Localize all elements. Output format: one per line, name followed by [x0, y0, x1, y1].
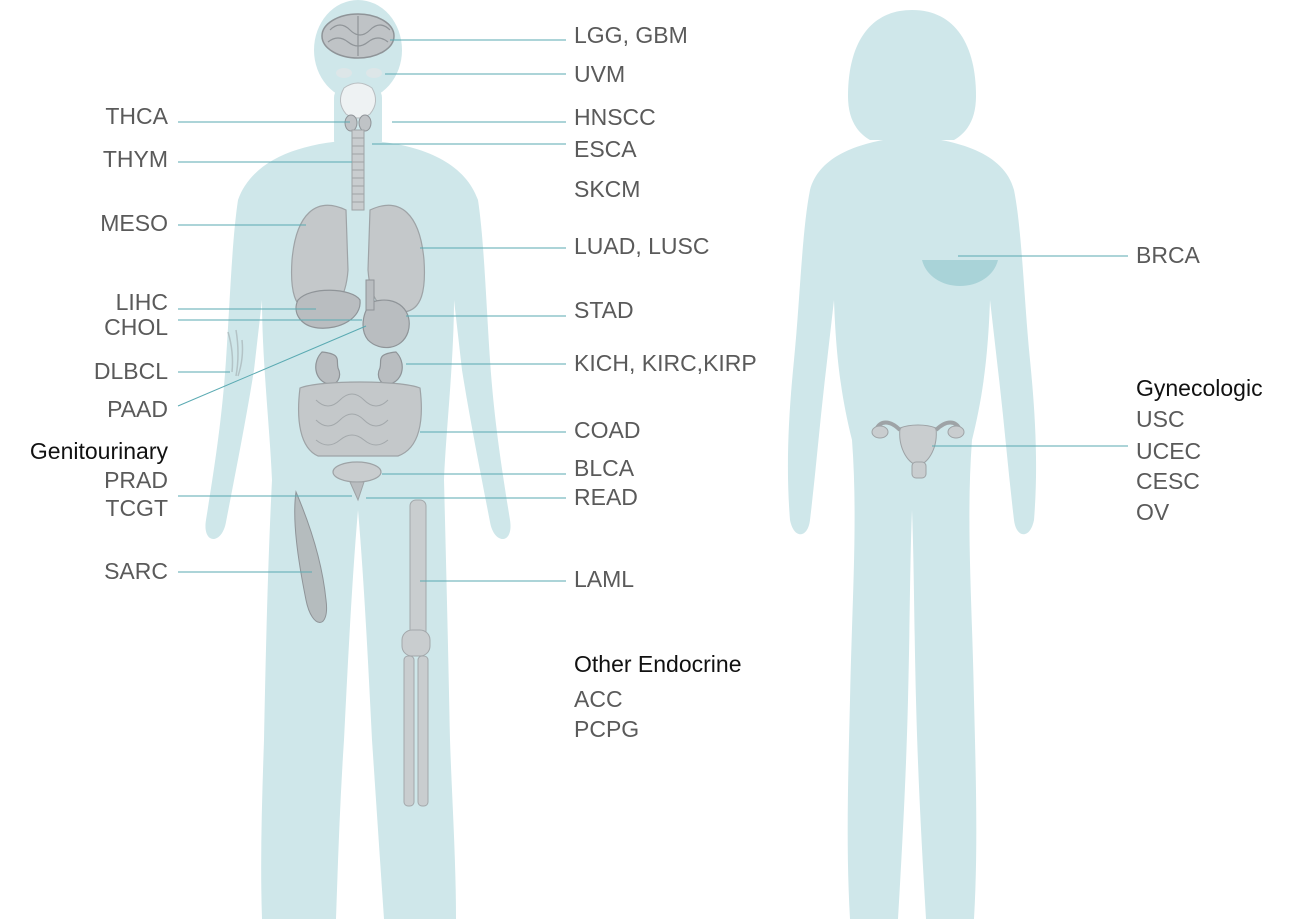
label-lgg-gbm: LGG, GBM [574, 24, 688, 47]
label-blca: BLCA [574, 457, 634, 480]
trachea-illustration [352, 130, 364, 210]
label-paad: PAAD [107, 398, 168, 421]
label-skcm: SKCM [574, 178, 640, 201]
label-lihc: LIHC [116, 291, 168, 314]
label-ucec: UCEC [1136, 440, 1201, 463]
label-luad-lusc: LUAD, LUSC [574, 235, 709, 258]
label-ov: OV [1136, 501, 1169, 524]
label-kich-kirc-kirp: KICH, KIRC,KIRP [574, 352, 757, 375]
label-usc: USC [1136, 408, 1185, 431]
label-read: READ [574, 486, 638, 509]
label-prad: PRAD [104, 469, 168, 492]
label-dlbcl: DLBCL [94, 360, 168, 383]
intestines-illustration [299, 382, 422, 456]
label-thca: THCA [105, 105, 168, 128]
label-chol: CHOL [104, 316, 168, 339]
heading-other-endocrine: Other Endocrine [574, 653, 741, 676]
label-brca: BRCA [1136, 244, 1200, 267]
brain-illustration [322, 14, 394, 58]
label-tcgt: TCGT [105, 497, 168, 520]
label-stad: STAD [574, 299, 634, 322]
label-coad: COAD [574, 419, 640, 442]
label-acc: ACC [574, 688, 623, 711]
label-esca: ESCA [574, 138, 637, 161]
nasal-cavity-illustration [340, 83, 375, 118]
label-pcpg: PCPG [574, 718, 639, 741]
heading-genitourinary: Genitourinary [30, 440, 168, 463]
label-sarc: SARC [104, 560, 168, 583]
label-meso: MESO [100, 212, 168, 235]
label-hnscc: HNSCC [574, 106, 656, 129]
label-thym: THYM [103, 148, 168, 171]
label-laml: LAML [574, 568, 634, 591]
label-uvm: UVM [574, 63, 625, 86]
heading-gynecologic: Gynecologic [1136, 377, 1263, 400]
label-cesc: CESC [1136, 470, 1200, 493]
